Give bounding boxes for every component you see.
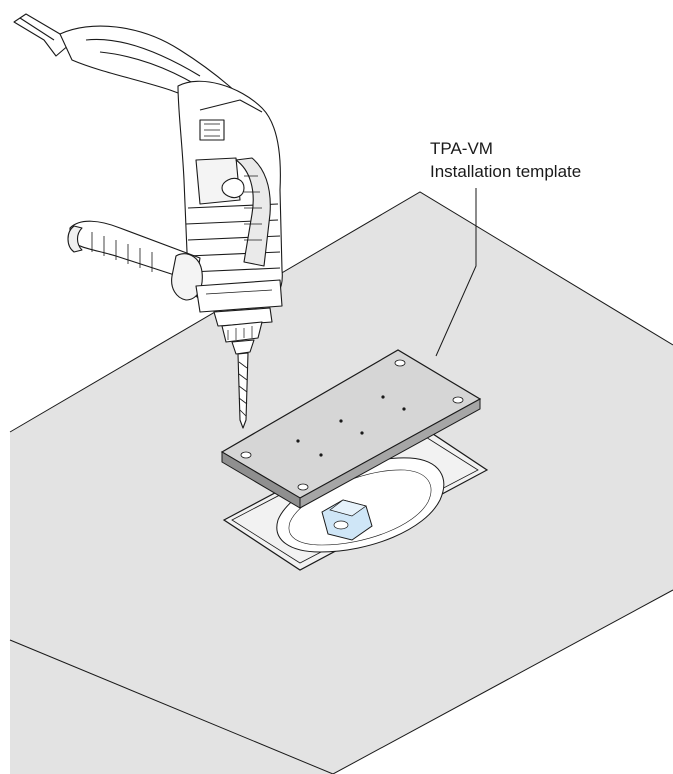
slab-recess	[222, 419, 489, 571]
callout-line-2: Installation template	[430, 162, 581, 181]
callout-line-1: TPA-VM	[430, 139, 493, 158]
anchor-nut-icon	[321, 499, 373, 541]
callout-leader	[435, 188, 477, 357]
power-drill-icon	[13, 13, 283, 429]
installation-template-plate	[220, 349, 482, 509]
callout-label: TPA-VM Installation template	[430, 139, 581, 181]
